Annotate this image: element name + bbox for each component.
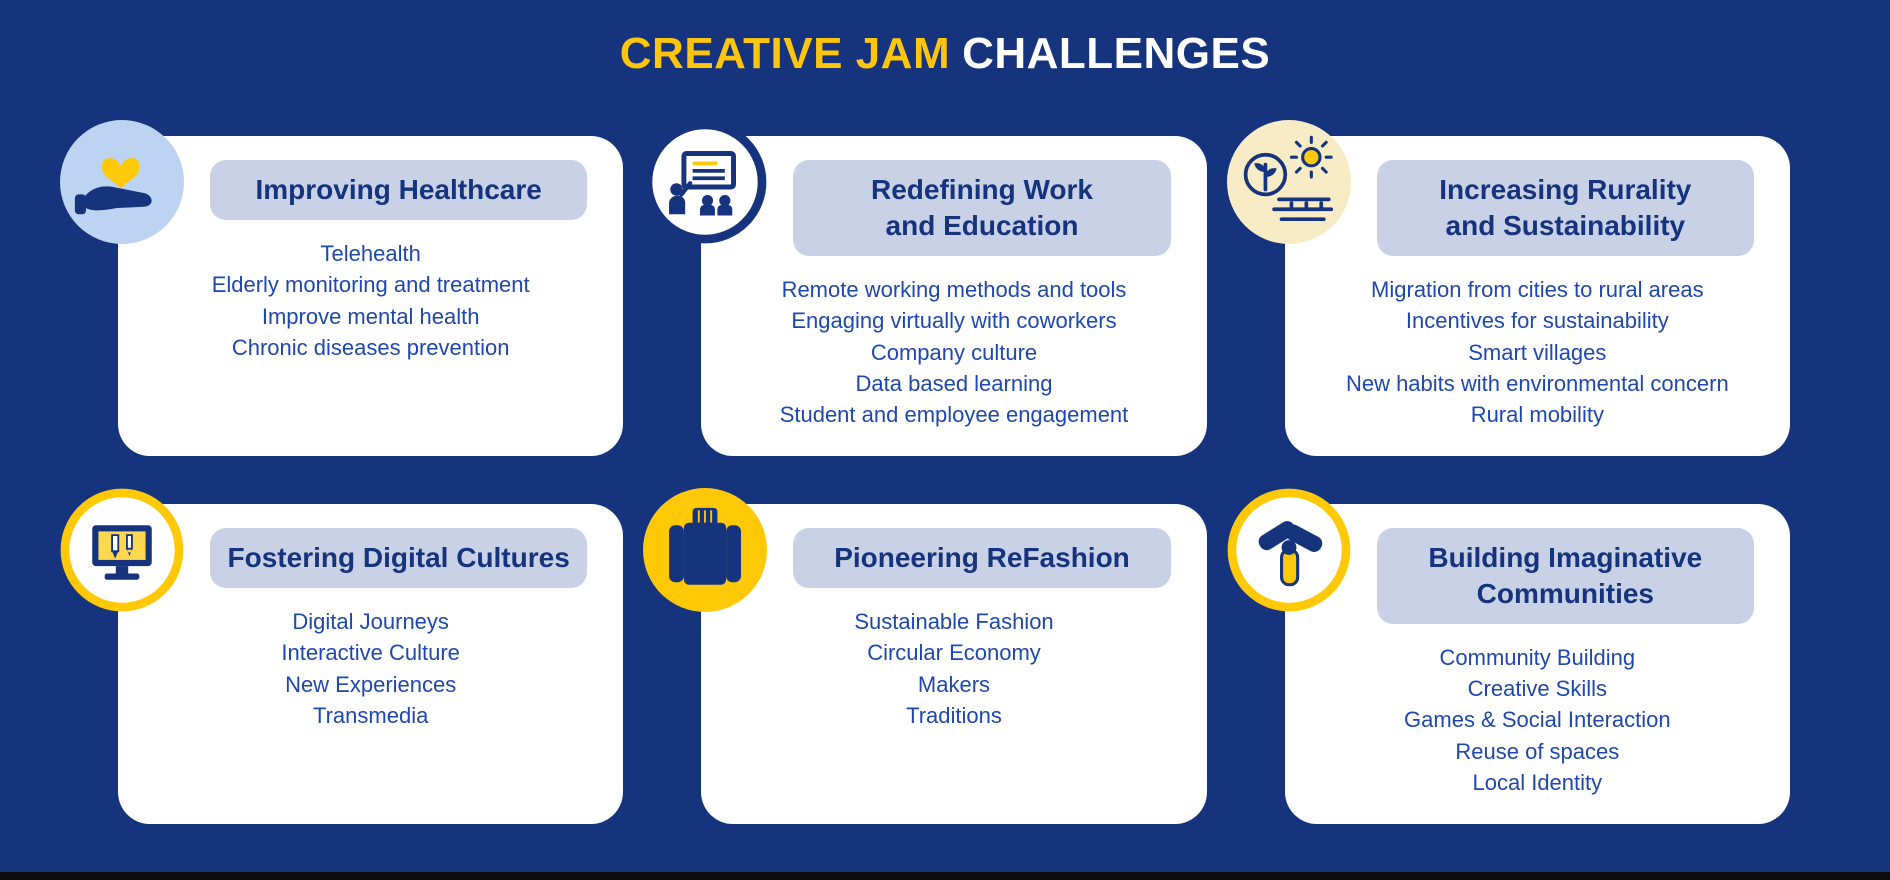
plant-and-sun-icon: [1226, 120, 1351, 245]
list-item: Rural mobility: [1470, 401, 1604, 427]
list-item: Makers: [917, 671, 991, 697]
list-item: Sustainable Fashion: [854, 609, 1054, 635]
card-redefining-work-education: Redefining Work and Education Remote wor…: [643, 121, 1207, 457]
hands-together-icon: [1227, 488, 1351, 612]
card-pioneering-refashion: Pioneering ReFashion Sustainable Fashion…: [643, 488, 1207, 825]
list-item: Incentives for sustainability: [1405, 308, 1669, 334]
bottom-edge-bar: [0, 872, 1890, 880]
list-item: Traditions: [906, 702, 1002, 728]
card-title: Building Imaginative Communities: [1376, 528, 1754, 624]
card-building-imaginative-communities: Building Imaginative Communities Communi…: [1227, 488, 1790, 825]
card-fostering-digital-cultures: Fostering Digital Cultures Digital Journ…: [60, 488, 624, 825]
card-title: Fostering Digital Cultures: [210, 528, 588, 589]
list-item: Company culture: [870, 339, 1038, 365]
card-title: Increasing Rurality and Sustainability: [1376, 160, 1754, 257]
list-item: Digital Journeys: [292, 609, 449, 635]
list-item: Remote working methods and tools: [781, 277, 1127, 303]
monitor-pencil-icon: [60, 488, 184, 612]
list-item: Interactive Culture: [281, 640, 460, 666]
card-title: Redefining Work and Education: [793, 160, 1171, 257]
list-item: Circular Economy: [867, 640, 1041, 666]
card-increasing-rurality-sustainability: Increasing Rurality and Sustainability M…: [1226, 120, 1790, 457]
list-item: Data based learning: [855, 370, 1053, 396]
list-item: Chronic diseases prevention: [231, 334, 510, 360]
list-item: Transmedia: [312, 702, 429, 728]
list-item: Elderly monitoring and treatment: [211, 272, 530, 298]
heart-in-hand-icon: [60, 120, 184, 245]
list-item: Local Identity: [1472, 769, 1603, 795]
list-item: Engaging virtually with coworkers: [791, 308, 1117, 334]
presentation-board-icon: [643, 120, 767, 244]
list-item: Student and employee engagement: [779, 401, 1129, 427]
list-item: Community Building: [1439, 644, 1636, 670]
card-title: Pioneering ReFashion: [793, 528, 1171, 589]
list-item: Reuse of spaces: [1455, 738, 1620, 764]
list-item: Smart villages: [1468, 339, 1607, 365]
list-item: New habits with environmental concern: [1345, 370, 1729, 396]
page-title-rest: CHALLENGES: [962, 29, 1271, 78]
sweater-icon: [643, 488, 768, 613]
list-item: New Experiences: [285, 671, 457, 697]
page-title-highlight: CREATIVE JAM: [619, 29, 951, 78]
list-item: Telehealth: [320, 241, 421, 267]
list-item: Improve mental health: [261, 303, 480, 329]
list-item: Creative Skills: [1467, 676, 1608, 702]
card-title: Improving Healthcare: [210, 160, 588, 221]
list-item: Games & Social Interaction: [1404, 707, 1671, 733]
list-item: Migration from cities to rural areas: [1371, 277, 1704, 303]
